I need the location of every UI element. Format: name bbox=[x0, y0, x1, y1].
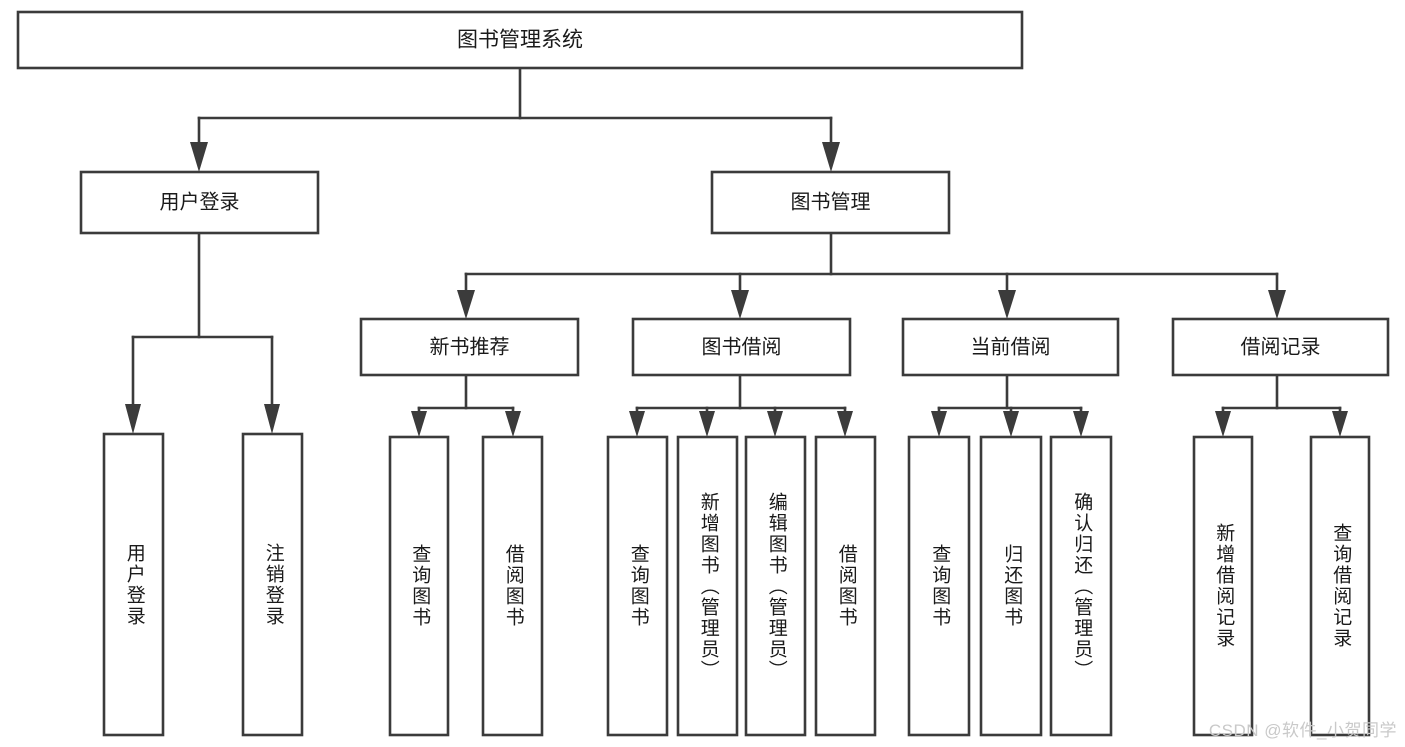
csdn-watermark: CSDN @软件_小贺同学 bbox=[1208, 721, 1397, 740]
node-current-borrow[interactable]: 当前借阅 bbox=[901, 317, 1120, 377]
leaf-box-bb-edit-book[interactable] bbox=[744, 435, 807, 737]
arrow-icon-bb-leaf2 bbox=[699, 411, 715, 437]
arrow-icon-br-leaf1 bbox=[1215, 411, 1231, 437]
node-root-system[interactable]: 图书管理系统 bbox=[16, 10, 1024, 70]
node-borrow-record-label: 借阅记录 bbox=[1241, 335, 1321, 358]
leaf-box-nb-borrow-book[interactable] bbox=[481, 435, 544, 737]
leaf-box-nb-query-book[interactable] bbox=[388, 435, 450, 737]
leaf-box-user-login[interactable] bbox=[102, 432, 165, 737]
node-book-borrow-label: 图书借阅 bbox=[702, 335, 782, 358]
leaf-box-cb-confirm-return[interactable] bbox=[1049, 435, 1113, 737]
node-new-book-recommend-label: 新书推荐 bbox=[430, 335, 510, 358]
leaf-box-logout[interactable] bbox=[241, 432, 304, 737]
arrow-icon-bb-leaf3 bbox=[767, 411, 783, 437]
leaf-box-bb-query-book[interactable] bbox=[606, 435, 669, 737]
node-root-label: 图书管理系统 bbox=[457, 29, 583, 52]
node-group: 图书管理系统 用户登录 图书管理 新书推荐 图书借阅 bbox=[16, 10, 1390, 737]
arrow-icon-book-manage bbox=[822, 142, 840, 172]
node-borrow-record[interactable]: 借阅记录 bbox=[1171, 317, 1390, 377]
arrow-icon-user-login bbox=[190, 142, 208, 172]
arrow-icon-new-book bbox=[457, 290, 475, 319]
arrow-icon-borrow-record bbox=[1268, 290, 1286, 319]
arrow-icon-bb-leaf1 bbox=[629, 411, 645, 437]
leaf-box-br-query-record[interactable] bbox=[1309, 435, 1371, 737]
arrow-icon-br-leaf2 bbox=[1332, 411, 1348, 437]
node-user-login-label: 用户登录 bbox=[160, 190, 240, 213]
leaf-box-bb-borrow-book[interactable] bbox=[814, 435, 877, 737]
arrow-icon-book-borrow bbox=[731, 290, 749, 319]
node-new-book-recommend[interactable]: 新书推荐 bbox=[359, 317, 580, 377]
node-book-manage[interactable]: 图书管理 bbox=[710, 170, 951, 235]
leaf-box-br-add-record[interactable] bbox=[1192, 435, 1254, 737]
arrow-icon-leaf-logout bbox=[264, 404, 280, 434]
arrow-icon-cb-leaf3 bbox=[1073, 411, 1089, 437]
node-user-login[interactable]: 用户登录 bbox=[79, 170, 320, 235]
arrow-icon-bb-leaf4 bbox=[837, 411, 853, 437]
arrow-icon-cb-leaf1 bbox=[931, 411, 947, 437]
arrow-icon-cb-leaf2 bbox=[1003, 411, 1019, 437]
leaf-box-cb-query-book[interactable] bbox=[907, 435, 971, 737]
arrowhead-group bbox=[125, 142, 1348, 437]
arrow-icon-nb-leaf1 bbox=[411, 411, 427, 437]
arrow-icon-current-borrow bbox=[998, 290, 1016, 319]
leaf-box-bb-add-book[interactable] bbox=[676, 435, 739, 737]
node-book-borrow[interactable]: 图书借阅 bbox=[631, 317, 852, 377]
arrow-icon-nb-leaf2 bbox=[505, 411, 521, 437]
arrow-icon-leaf-user-login bbox=[125, 404, 141, 434]
node-current-borrow-label: 当前借阅 bbox=[971, 335, 1051, 358]
node-book-manage-label: 图书管理 bbox=[791, 190, 871, 213]
leaf-box-cb-return-book[interactable] bbox=[979, 435, 1043, 737]
